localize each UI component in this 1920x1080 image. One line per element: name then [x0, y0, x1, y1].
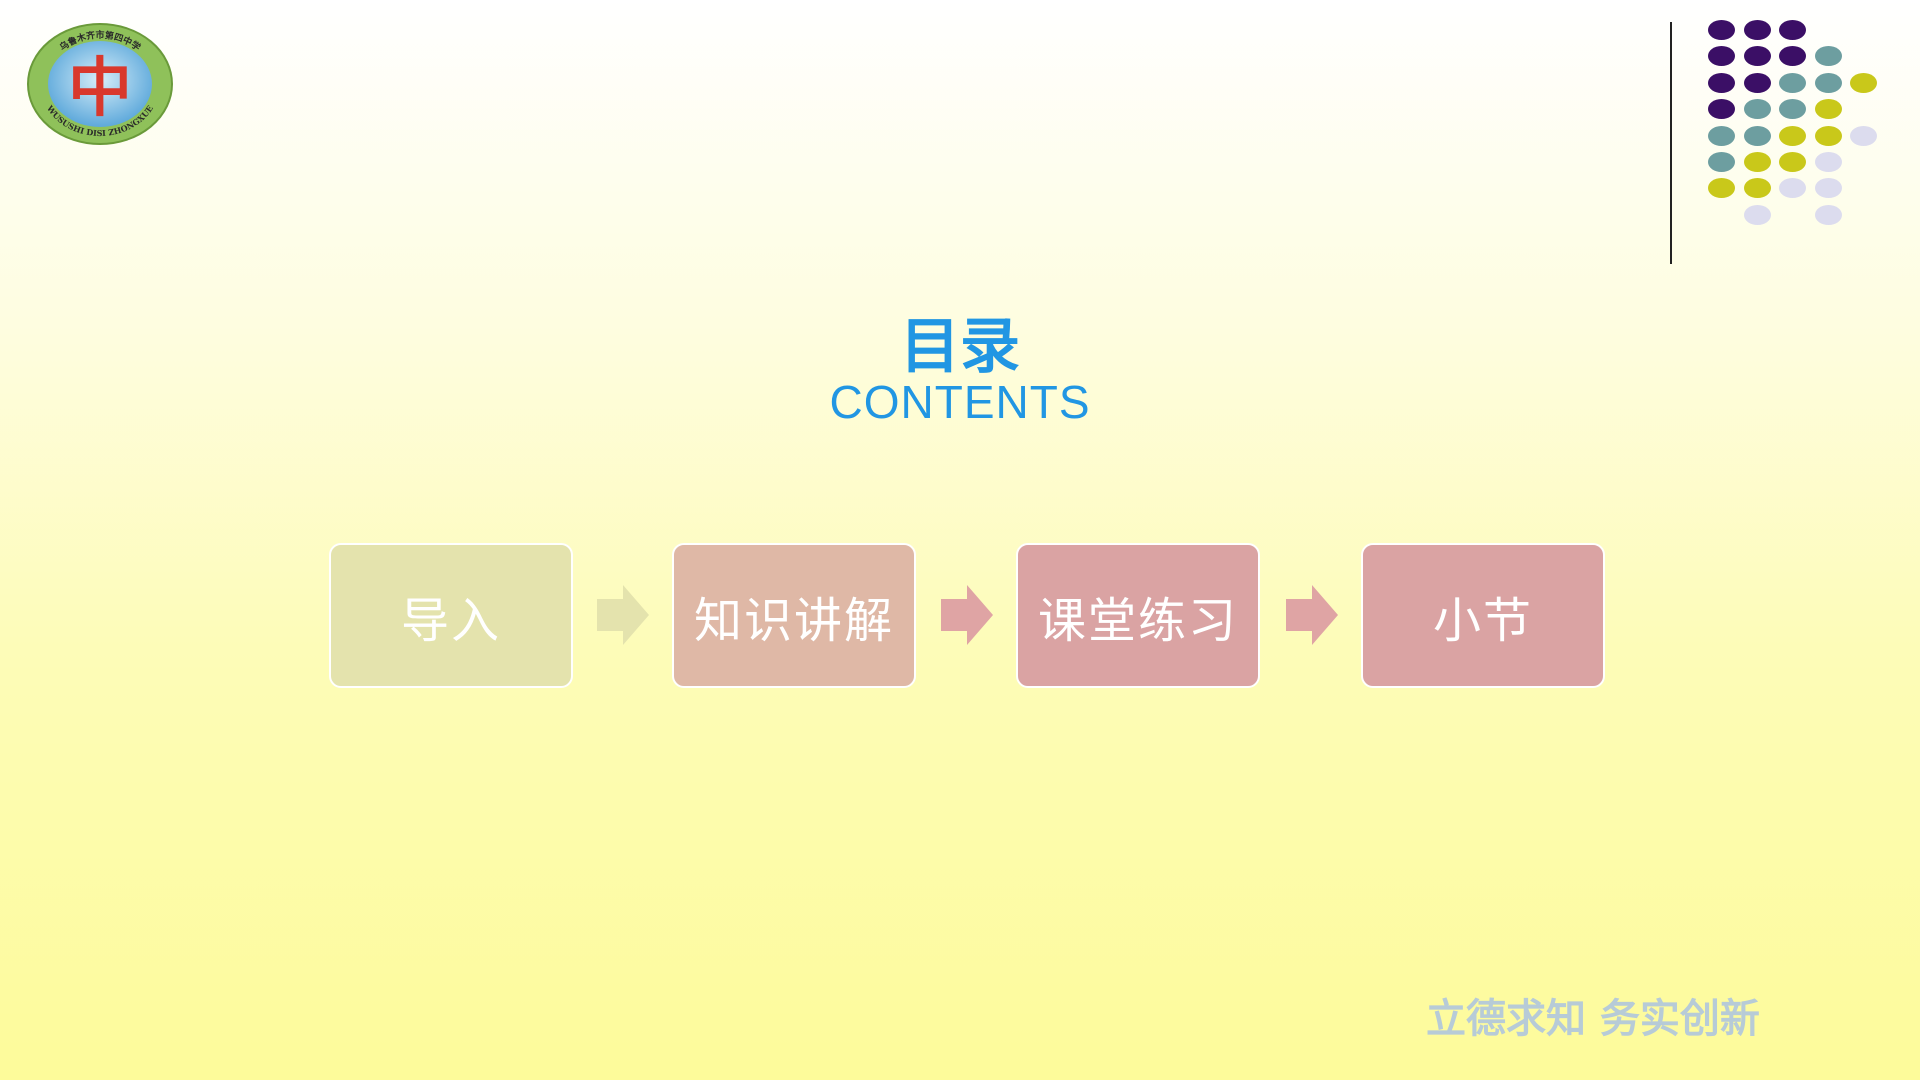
decorative-dot — [1743, 152, 1771, 172]
step-knowledge[interactable]: 知识讲解 — [672, 543, 916, 688]
decorative-dot — [1708, 125, 1735, 146]
decorative-dot — [1743, 72, 1771, 93]
decorative-dot — [1814, 178, 1842, 199]
decorative-dot — [1814, 99, 1842, 120]
logo-symbol: 中 — [68, 51, 132, 126]
decorative-dot — [1743, 46, 1771, 67]
decorative-dot — [1814, 125, 1842, 146]
decorative-dot — [1708, 46, 1735, 67]
arrow-right-icon — [941, 585, 993, 645]
decorative-dot — [1779, 178, 1806, 199]
step-summary[interactable]: 小节 — [1361, 543, 1605, 688]
step-practice[interactable]: 课堂练习 — [1016, 543, 1260, 688]
decorative-dot — [1779, 152, 1806, 172]
decorative-dot — [1814, 152, 1842, 172]
step-intro[interactable]: 导入 — [329, 543, 573, 688]
page-subtitle: CONTENTS — [829, 376, 1091, 428]
decorative-dot — [1708, 152, 1735, 172]
decorative-dot — [1708, 99, 1735, 120]
decorative-dot — [1779, 72, 1806, 93]
decorative-dot — [1743, 178, 1771, 199]
divider-line — [1670, 22, 1672, 264]
decorative-dot — [1850, 125, 1877, 146]
school-motto: 立德求知 务实创新 — [1426, 996, 1760, 1042]
decorative-dot — [1708, 20, 1735, 40]
decorative-dot — [1814, 46, 1842, 67]
decorative-dot — [1743, 20, 1771, 40]
decorative-dot-grid — [1708, 20, 1888, 230]
school-logo: 乌鲁木齐市第四中学 WUSUSHI DISI ZHONGXUE 中 — [27, 23, 173, 145]
decorative-dot — [1743, 204, 1771, 225]
decorative-dot — [1814, 204, 1842, 225]
page-title: 目录 — [900, 312, 1020, 382]
decorative-dot — [1708, 72, 1735, 93]
arrow-right-icon — [1286, 585, 1338, 645]
decorative-dot — [1850, 72, 1877, 93]
decorative-dot — [1708, 178, 1735, 199]
decorative-dot — [1814, 72, 1842, 93]
decorative-dot — [1779, 46, 1806, 67]
decorative-dot — [1779, 125, 1806, 146]
decorative-dot — [1743, 99, 1771, 120]
decorative-dot — [1743, 125, 1771, 146]
arrow-right-icon — [597, 585, 649, 645]
decorative-dot — [1779, 99, 1806, 120]
decorative-dot — [1779, 20, 1806, 40]
